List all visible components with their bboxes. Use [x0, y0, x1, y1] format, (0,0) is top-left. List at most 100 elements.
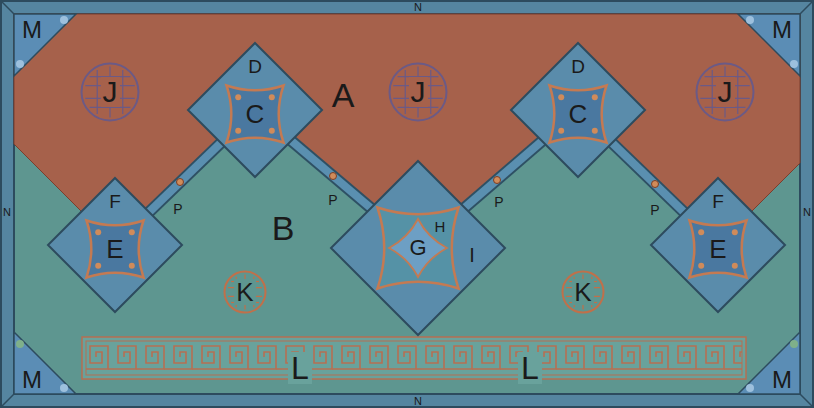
floral-dot: [558, 128, 564, 134]
floral-dot: [558, 94, 564, 100]
floral-dot: [95, 229, 101, 235]
lattice-medallion: J: [695, 62, 755, 122]
lattice-bar: [122, 70, 123, 114]
part-letter: K: [572, 279, 593, 305]
border-mitre: [0, 0, 14, 14]
part-letter: A: [332, 78, 355, 112]
part-letter: F: [109, 192, 121, 211]
medallion-ring: [390, 64, 447, 121]
cushion-outline: [690, 221, 747, 278]
floral-dot: [95, 263, 101, 269]
part-letter: J: [409, 77, 428, 107]
cushion-medallion: E: [85, 219, 145, 279]
part-letter: N: [3, 207, 11, 218]
part-letter: E: [106, 236, 123, 262]
part-letter: N: [414, 2, 422, 13]
floral-dot: [592, 128, 598, 134]
diamond-outline: [188, 43, 322, 177]
part-letter: P: [325, 193, 340, 207]
star-outline: [389, 219, 447, 277]
corner-blossom: [16, 60, 24, 68]
corner-triangle: [738, 332, 800, 394]
part-letter: G: [409, 237, 426, 259]
part-letter: C: [569, 101, 588, 127]
part-letter: P: [647, 203, 662, 217]
part-letter: P: [491, 195, 506, 209]
corner-blossom: [60, 16, 68, 24]
corner-blossom: [790, 60, 798, 68]
part-letter: N: [414, 396, 422, 407]
part-letter: D: [571, 57, 585, 76]
floral-dot: [698, 263, 704, 269]
part-letter: M: [19, 368, 45, 392]
corner-blossom: [746, 384, 754, 392]
part-letter: L: [518, 352, 542, 384]
field-ground: [14, 14, 800, 394]
strip-dot: [330, 173, 337, 180]
lattice-medallion: J: [80, 62, 140, 122]
part-letter: B: [272, 211, 295, 245]
part-letter: M: [769, 18, 795, 42]
floral-dot: [269, 128, 275, 134]
lattice-bar: [405, 70, 406, 114]
corner-pieces: [14, 14, 800, 394]
cushion-outline: [550, 86, 607, 143]
part-letter: N: [803, 207, 811, 218]
border-mitre: [0, 394, 14, 408]
cushion-outline: [87, 221, 144, 278]
diamond-outline: [331, 161, 505, 335]
part-letter: H: [435, 219, 446, 234]
strip-dot: [652, 181, 659, 188]
floral-dot: [129, 229, 135, 235]
diamond-panel: FE: [650, 177, 786, 313]
corner-blossom: [790, 340, 798, 348]
medallion-ring: [82, 64, 139, 121]
part-letter: F: [712, 192, 724, 211]
lattice-bar: [430, 70, 431, 114]
floral-dot: [732, 229, 738, 235]
corner-blossom: [16, 340, 24, 348]
corner-triangle: [14, 14, 76, 76]
lattice-medallion: J: [388, 62, 448, 122]
strip-dot: [177, 179, 184, 186]
part-letter: E: [709, 236, 726, 262]
lattice-bar: [97, 70, 98, 114]
lattice-medallion: K: [561, 270, 605, 314]
corner-triangle: [14, 332, 76, 394]
floral-dot: [235, 128, 241, 134]
cushion-outline: [227, 86, 284, 143]
corner-blossom: [746, 16, 754, 24]
diamond-panel: DC: [187, 42, 323, 178]
diamond-outline: [651, 178, 785, 312]
floral-dot: [732, 263, 738, 269]
part-letter: K: [234, 279, 255, 305]
part-letter: L: [288, 352, 312, 384]
diamond-outline: [511, 43, 645, 177]
strip-dot: [494, 177, 501, 184]
lattice-medallion: K: [223, 270, 267, 314]
part-letter: P: [170, 202, 185, 216]
border-mitre: [800, 0, 814, 14]
cushion-medallion: C: [225, 84, 285, 144]
medallion-ring: [225, 272, 266, 313]
medallion-ring: [563, 272, 604, 313]
key-band: [82, 337, 746, 379]
part-letter: J: [716, 77, 735, 107]
greek-key: [86, 341, 742, 375]
part-letter: M: [19, 18, 45, 42]
corner-blossom: [60, 384, 68, 392]
lattice-bar: [737, 70, 738, 114]
part-letter: I: [469, 245, 475, 265]
diamond-outline: [48, 178, 182, 312]
part-letter: J: [101, 77, 120, 107]
diamond-panel: FE: [47, 177, 183, 313]
floral-dot: [235, 94, 241, 100]
part-letter: C: [246, 101, 265, 127]
cushion-medallion: HG: [376, 206, 460, 290]
diamond-panel: DC: [510, 42, 646, 178]
part-letter: M: [769, 368, 795, 392]
cushion-medallion: C: [548, 84, 608, 144]
